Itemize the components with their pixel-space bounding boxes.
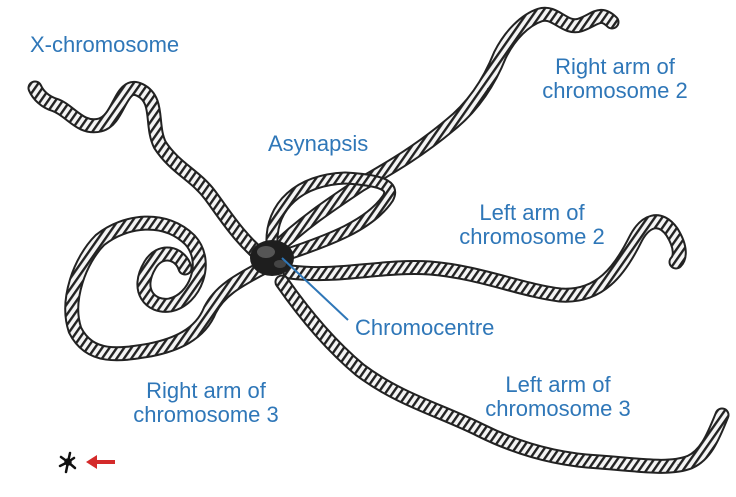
right-arm-chromosome-3-label: Right arm of chromosome 3 — [106, 379, 306, 427]
right-arm-2-line1: Right arm of — [520, 55, 710, 79]
asynapsis-label: Asynapsis — [268, 132, 368, 156]
x-chromosome-label: X-chromosome — [30, 33, 179, 57]
right-arm-3-line1: Right arm of — [106, 379, 306, 403]
left-arm-3-line2: chromosome 3 — [458, 397, 658, 421]
right-arm-3-line2: chromosome 3 — [106, 403, 306, 427]
right-arm-2-line2: chromosome 2 — [520, 79, 710, 103]
right-arm-chromosome-2-label: Right arm of chromosome 2 — [520, 55, 710, 103]
left-arm-chromosome-2-label: Left arm of chromosome 2 — [432, 201, 632, 249]
x-chromosome-arm — [35, 88, 268, 262]
chromocentre-blob — [250, 240, 294, 276]
left-arm-3-line1: Left arm of — [458, 373, 658, 397]
left-arm-2-line2: chromosome 2 — [432, 225, 632, 249]
left-arm-2-line1: Left arm of — [432, 201, 632, 225]
chromocentre-label: Chromocentre — [355, 316, 494, 340]
miniature-chromosome-icon — [60, 453, 75, 472]
red-arrow-icon — [86, 455, 115, 469]
right-arm-chromosome-3 — [72, 223, 262, 354]
left-arm-chromosome-3-label: Left arm of chromosome 3 — [458, 373, 658, 421]
